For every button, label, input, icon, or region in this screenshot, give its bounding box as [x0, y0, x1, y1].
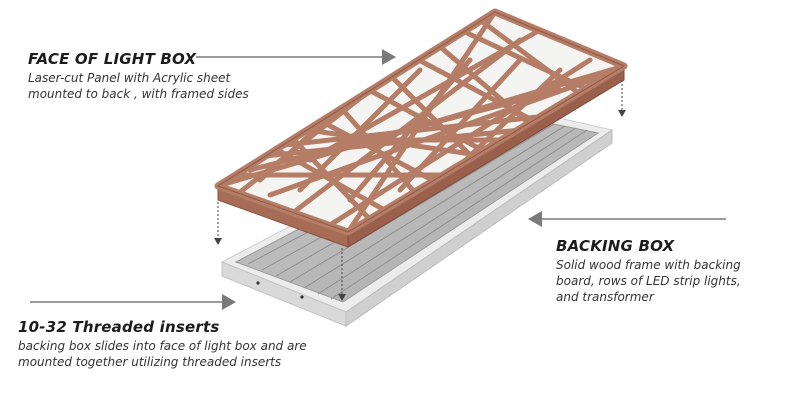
- face-panel: [214, 8, 628, 248]
- laser-cut-pattern: [218, 12, 624, 232]
- backing-description-line: and transformer: [556, 290, 654, 304]
- backing-description-line: board, rows of LED strip lights,: [556, 274, 741, 288]
- inserts-description-line: backing box slides into face of light bo…: [18, 339, 307, 353]
- face-title: FACE OF LIGHT BOX: [28, 50, 197, 68]
- face-description-line: mounted to back , with framed sides: [28, 87, 249, 101]
- backing-arrow-head: [528, 211, 542, 227]
- face-description-line: Laser-cut Panel with Acrylic sheet: [28, 71, 231, 85]
- face-description: Laser-cut Panel with Acrylic sheet mount…: [28, 70, 288, 102]
- backing-box: [220, 107, 614, 327]
- callout-face-of-light-box: FACE OF LIGHT BOX Laser-cut Panel with A…: [28, 50, 288, 102]
- callout-arrows: [30, 49, 726, 310]
- alignment-guides: [217, 80, 623, 296]
- inserts-description-line: mounted together utilizing threaded inse…: [18, 355, 282, 369]
- threaded-insert-hole: [256, 281, 260, 285]
- callout-backing-box: BACKING BOX Solid wood frame with backin…: [556, 237, 776, 305]
- backing-description: Solid wood frame with backing board, row…: [556, 257, 776, 305]
- backing-frame-right-side: [345, 129, 613, 327]
- inserts-title: 10-32 Threaded inserts: [18, 318, 220, 336]
- alignment-guide-arrowheads: [214, 110, 626, 301]
- callout-threaded-inserts: 10-32 Threaded inserts backing box slide…: [18, 318, 348, 370]
- inserts-description: backing box slides into face of light bo…: [18, 338, 348, 370]
- backing-title: BACKING BOX: [556, 237, 675, 255]
- backing-description-line: Solid wood frame with backing: [556, 258, 741, 272]
- threaded-insert-hole: [300, 295, 304, 299]
- face-arrow-head: [382, 49, 396, 65]
- inserts-arrow-head: [222, 294, 236, 310]
